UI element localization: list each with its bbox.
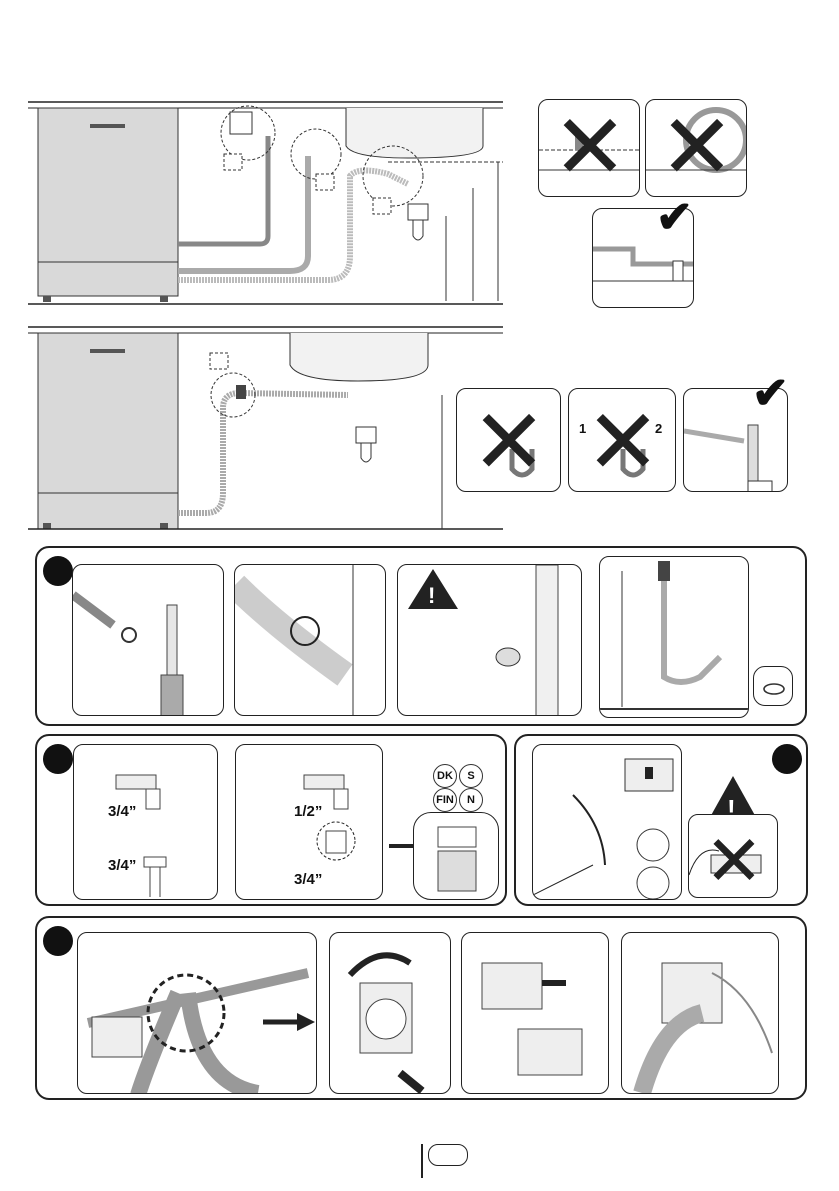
step-marker: [43, 744, 73, 774]
country-code-n: N: [459, 788, 483, 812]
tap-thread-label: 3/4”: [108, 803, 136, 820]
cross-icon: ✕: [471, 390, 546, 492]
cross-icon: ✕: [659, 100, 734, 197]
country-code-fin: FIN: [433, 788, 457, 812]
country-code-s: S: [459, 764, 483, 788]
footer-divider: [421, 1144, 423, 1178]
drain-wrong-1: ✕: [456, 388, 561, 492]
panel-hose-mounting: [35, 916, 807, 1100]
drain-step-2: [234, 564, 386, 716]
installation-diagram-bottom: [28, 323, 508, 543]
tap-three-quarter: 3/4” 3/4”: [73, 744, 218, 900]
hose-thread-label: 3/4”: [108, 857, 136, 874]
adapter-detail: [413, 812, 499, 900]
cross-icon: ✕: [705, 820, 764, 898]
cross-icon: ✕: [585, 390, 660, 492]
socket-grounding: [532, 744, 682, 900]
installation-drawing-top: [28, 96, 508, 318]
step-marker: [43, 926, 73, 956]
hose-routing-wrong-2: ✕: [645, 99, 747, 197]
hose-thread-label: 3/4”: [294, 871, 322, 888]
clip-rotate: [329, 932, 451, 1094]
drain-step-3: !: [397, 564, 582, 716]
drain-step-4-heights: [599, 556, 749, 718]
tap-thread-label: 1/2”: [294, 803, 322, 820]
tap-half-inch: 1/2” 3/4”: [235, 744, 383, 900]
drain-wrong-2: ✕ 1 2: [568, 388, 676, 492]
check-icon: ✔: [752, 368, 789, 419]
hose-clip-detail: [753, 666, 793, 706]
callout-1: 1: [579, 421, 586, 436]
panel-electrical-connection: ! ✕: [514, 734, 808, 906]
country-code-dk: DK: [433, 764, 457, 788]
step-marker: [772, 744, 802, 774]
extension-cord-wrong: ✕: [688, 814, 778, 898]
check-icon: ✔: [656, 192, 693, 243]
warning-icon: !: [428, 583, 435, 609]
panel-water-connection: 3/4” 3/4” 1/2” 3/4” DK S FIN N: [35, 734, 507, 906]
drain-step-1: [72, 564, 224, 716]
installation-diagram-top: [28, 96, 508, 318]
cross-icon: ✕: [552, 100, 627, 197]
callout-2: 2: [655, 421, 662, 436]
panel-drain-connection: !: [35, 546, 807, 726]
clip-insert: [461, 932, 609, 1094]
step-marker: [43, 556, 73, 586]
page-number-box: [428, 1144, 468, 1166]
clip-screw-fix: [621, 932, 779, 1094]
hose-routing-wrong-1: ✕: [538, 99, 640, 197]
